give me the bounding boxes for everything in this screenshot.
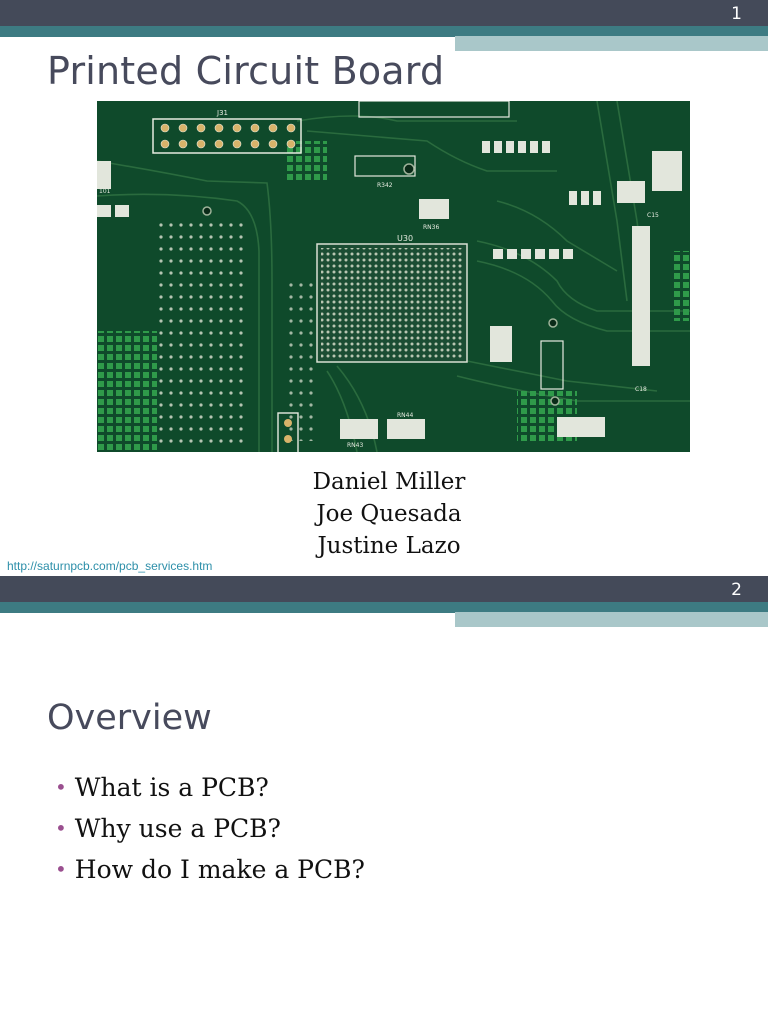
slide-header-bar: 2 <box>0 576 768 602</box>
author-list: Daniel Miller Joe Quesada Justine Lazo <box>0 466 768 562</box>
author-name: Justine Lazo <box>317 533 461 559</box>
pcb-photo: U30 J31 <box>97 101 690 452</box>
svg-text:U30: U30 <box>397 234 413 243</box>
slide-2: 2 Overview • What is a PCB? • Why use a PC… <box>0 576 768 1024</box>
bullet-list: • What is a PCB? • Why use a PCB? • How do … <box>55 768 365 891</box>
slide-number: 2 <box>731 580 742 600</box>
author-name: Joe Quesada <box>316 501 462 527</box>
svg-text:C15: C15 <box>647 212 659 219</box>
author-name: Daniel Miller <box>312 469 466 495</box>
svg-text:RN44: RN44 <box>397 412 413 419</box>
svg-text:J31: J31 <box>216 109 228 117</box>
source-link[interactable]: http://saturnpcb.com/pcb_services.htm <box>7 559 213 573</box>
header-accent-light <box>455 36 768 51</box>
header-accent-stripe <box>0 26 768 37</box>
list-item: • What is a PCB? <box>55 768 365 809</box>
bullet-icon: • <box>55 816 67 840</box>
list-item: • Why use a PCB? <box>55 809 365 850</box>
bullet-text: How do I make a PCB? <box>74 855 365 884</box>
header-accent-light <box>455 612 768 627</box>
slide-header-bar: 1 <box>0 0 768 26</box>
slide-1: 1 Printed Circuit Board <box>0 0 768 573</box>
header-accent-stripe <box>0 602 768 613</box>
slide-title: Overview <box>47 698 212 738</box>
bullet-text: Why use a PCB? <box>74 814 281 843</box>
svg-text:C18: C18 <box>635 386 647 393</box>
svg-text:101: 101 <box>99 188 111 195</box>
svg-text:RN43: RN43 <box>347 442 363 449</box>
svg-text:RN36: RN36 <box>423 224 439 231</box>
svg-text:R342: R342 <box>377 182 393 189</box>
bullet-icon: • <box>55 857 67 881</box>
bullet-text: What is a PCB? <box>74 773 269 802</box>
list-item: • How do I make a PCB? <box>55 850 365 891</box>
slide-title: Printed Circuit Board <box>47 49 445 93</box>
slide-number: 1 <box>731 4 742 24</box>
bullet-icon: • <box>55 775 67 799</box>
